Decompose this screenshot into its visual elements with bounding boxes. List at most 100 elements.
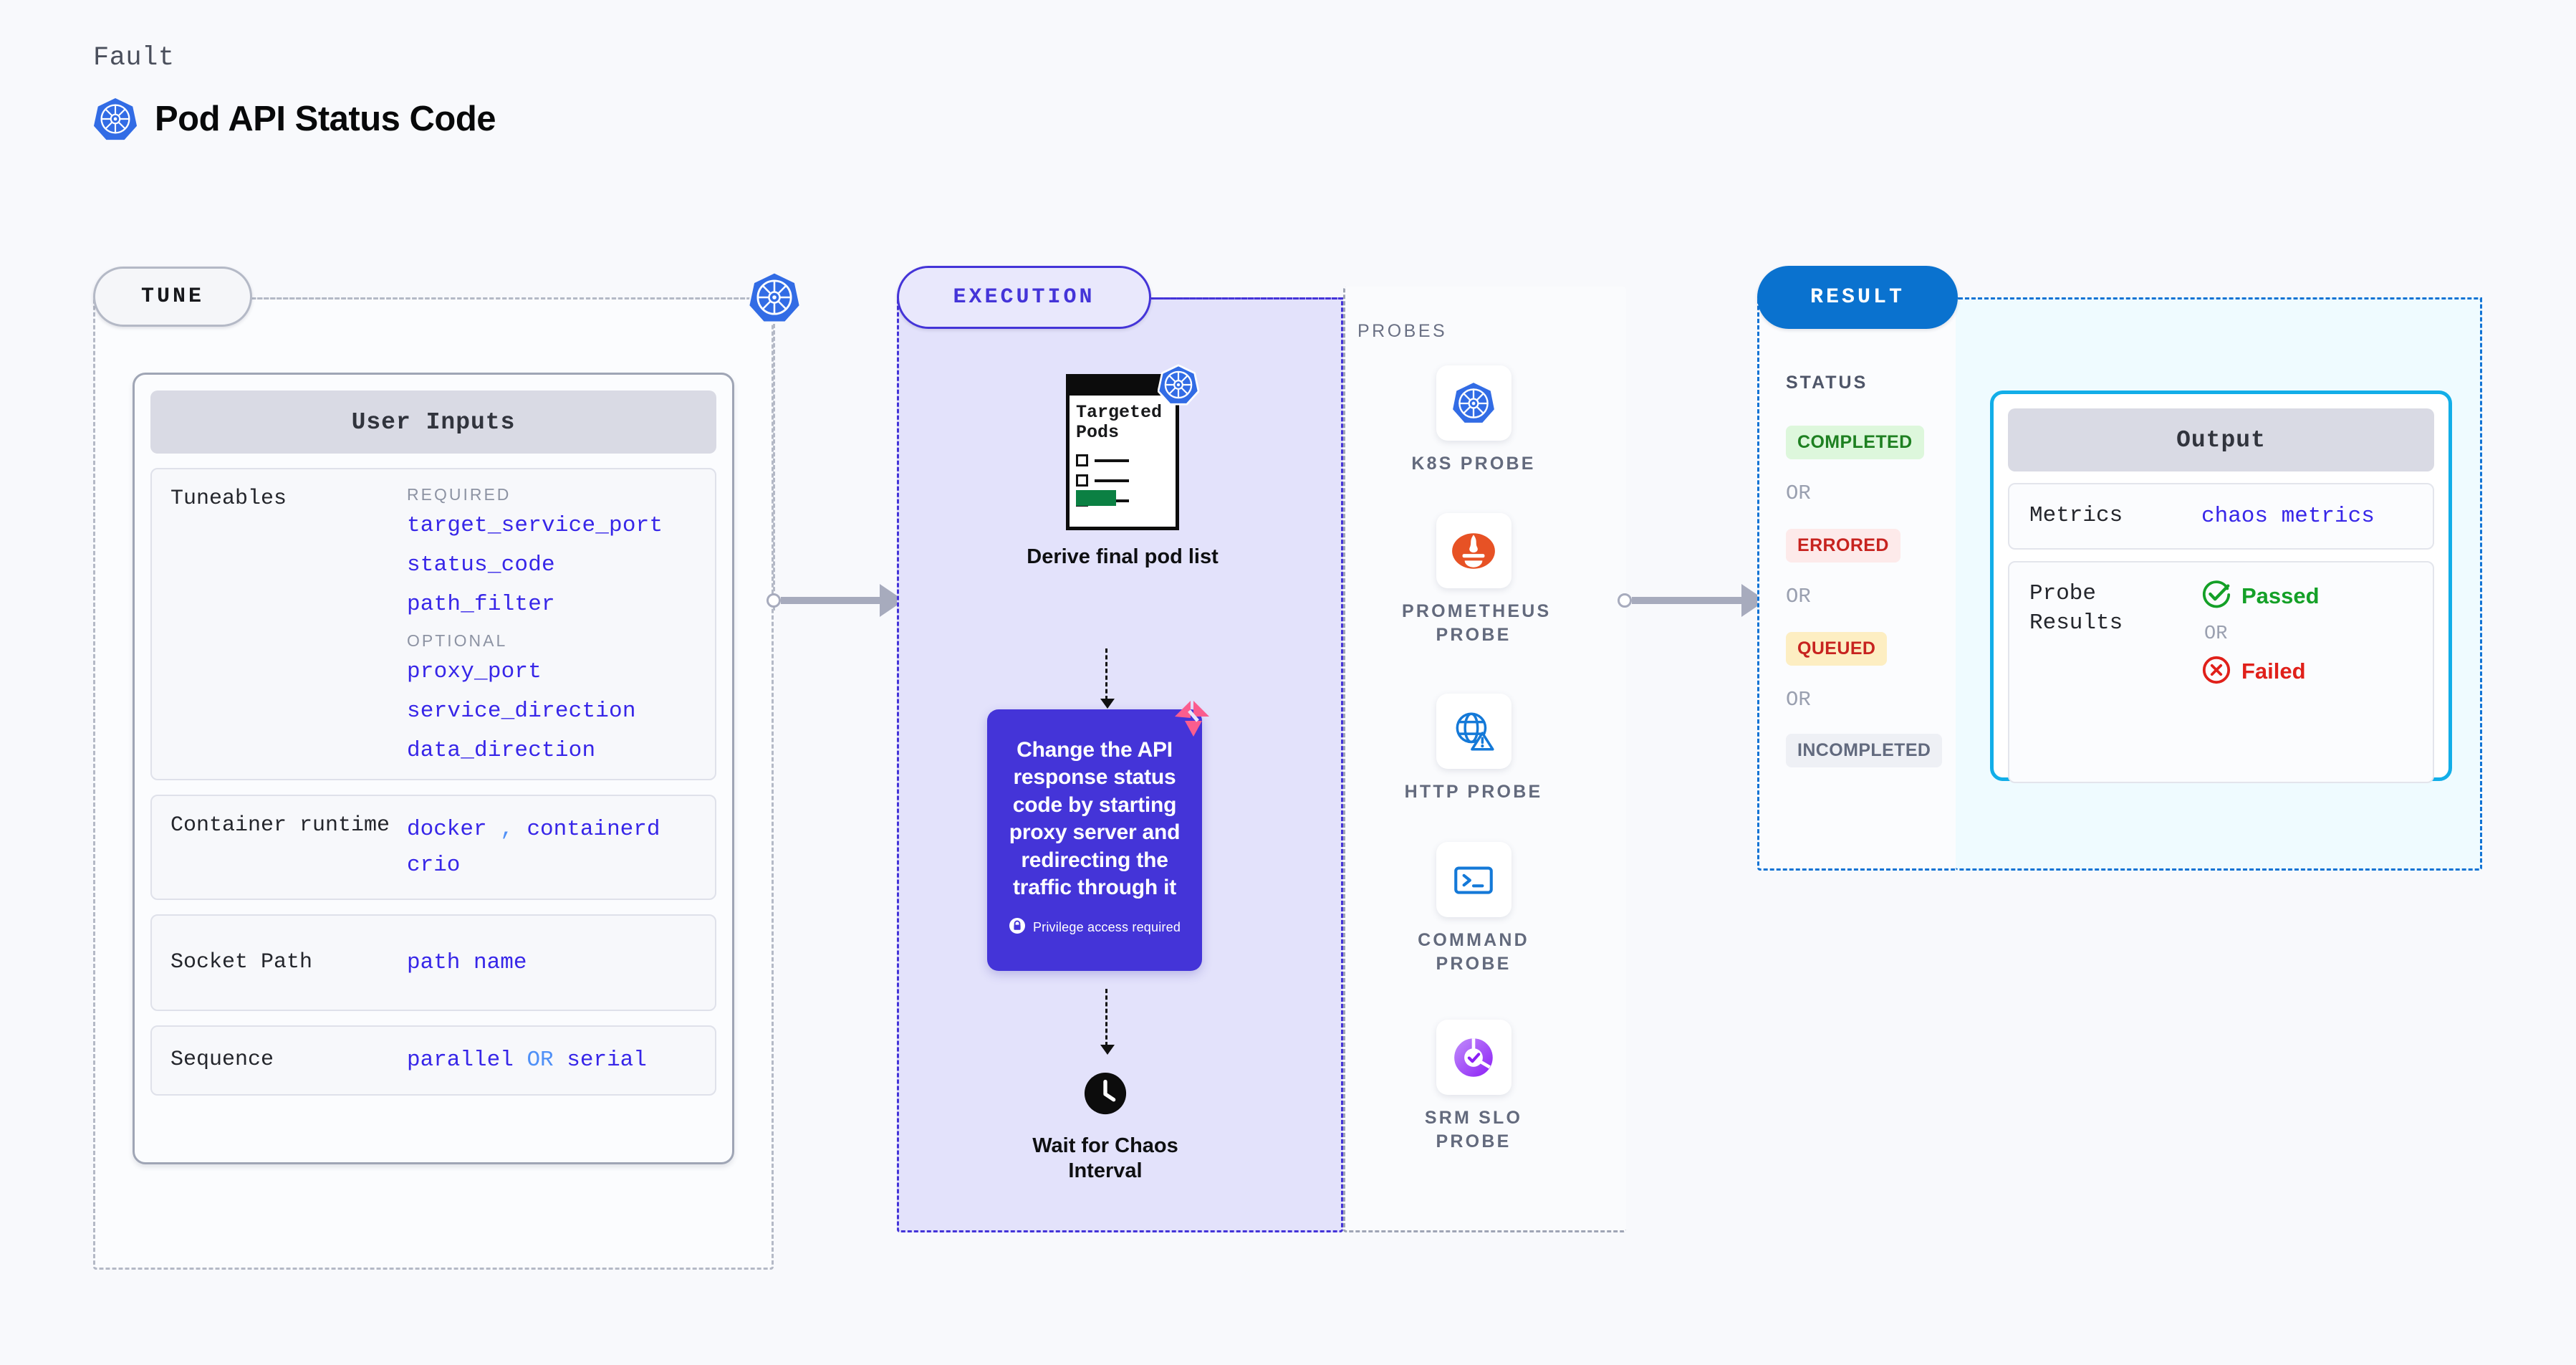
- tuneable-status-code[interactable]: status_code: [407, 552, 555, 578]
- probe-command-label: COMMAND PROBE: [1418, 930, 1529, 974]
- result-panel: RESULT: [1757, 266, 1958, 871]
- probe-result-or: OR: [2204, 623, 2228, 645]
- metrics-row: Metrics chaos metrics: [2008, 483, 2434, 550]
- runtime-separator: ,: [500, 817, 514, 842]
- privilege-text: Privilege access required: [1032, 920, 1181, 935]
- prometheus-icon: [1436, 513, 1512, 588]
- sequence-serial[interactable]: serial: [567, 1048, 647, 1073]
- status-or-3: OR: [1786, 688, 1811, 712]
- connector-line: [781, 597, 881, 604]
- arrow-action-to-wait: [1100, 989, 1115, 1055]
- metrics-label: Metrics: [2029, 503, 2123, 528]
- probe-result-passed-text: Passed: [2241, 583, 2320, 609]
- output-card-title: Output: [2008, 408, 2434, 471]
- user-inputs-title: User Inputs: [150, 391, 716, 454]
- sequence-section: Sequence parallel OR serial: [150, 1025, 716, 1096]
- runtime-docker[interactable]: docker: [407, 817, 487, 842]
- sequence-values: parallel OR serial: [407, 1043, 696, 1078]
- connector-start-dot: [766, 593, 781, 608]
- container-runtime-label: Container runtime: [170, 813, 390, 838]
- probe-k8s[interactable]: K8S PROBE: [1402, 365, 1545, 476]
- checkbox-icon: [1076, 454, 1088, 466]
- probe-srm-slo-label: SRM SLO PROBE: [1424, 1108, 1523, 1151]
- probe-result-failed: Failed: [2201, 655, 2320, 689]
- lock-icon: [1009, 917, 1026, 938]
- srm-slo-icon: [1436, 1020, 1512, 1095]
- wait-step-caption: Wait for Chaos Interval: [1032, 1134, 1178, 1182]
- required-label: REQUIRED: [407, 485, 511, 504]
- checkbox-icon: [1076, 474, 1088, 487]
- title-row: Pod API Status Code: [93, 97, 496, 141]
- status-or-1: OR: [1786, 482, 1811, 505]
- socket-path-section: Socket Path path name: [150, 914, 716, 1012]
- metrics-value[interactable]: chaos metrics: [2201, 503, 2375, 529]
- probe-prometheus[interactable]: PROMETHEUS PROBE: [1402, 513, 1552, 647]
- probe-results-values: Passed OR Failed: [2201, 580, 2320, 689]
- fault-eyebrow: Fault: [93, 43, 175, 73]
- socket-path-values: path name: [407, 945, 696, 981]
- progress-bar: [1076, 490, 1116, 506]
- tuneable-proxy-port[interactable]: proxy_port: [407, 659, 542, 684]
- action-description: Change the API response status code by s…: [1009, 738, 1181, 899]
- optional-label: OPTIONAL: [407, 631, 508, 650]
- tuneable-service-direction[interactable]: service_direction: [407, 699, 636, 724]
- list-line: [1095, 479, 1129, 482]
- sequence-separator: OR: [527, 1048, 554, 1073]
- probes-section-label: PROBES: [1357, 321, 1448, 341]
- tuneables-label: Tuneables: [170, 487, 287, 511]
- status-badge-errored: ERRORED: [1786, 529, 1900, 562]
- execution-pill[interactable]: EXECUTION: [897, 266, 1151, 329]
- kubernetes-icon: [747, 271, 802, 324]
- tuneables-values: REQUIRED target_service_port status_code…: [407, 485, 696, 763]
- tuneable-target-service-port[interactable]: target_service_port: [407, 513, 663, 538]
- tuneable-path-filter[interactable]: path_filter: [407, 592, 555, 617]
- result-pill[interactable]: RESULT: [1757, 266, 1958, 329]
- kubernetes-icon: [1157, 364, 1200, 406]
- tune-vertical-dashed-line: [773, 324, 775, 610]
- connector-start-dot: [1618, 593, 1632, 608]
- kubernetes-icon: [1436, 365, 1512, 441]
- targeted-pods-title: Targeted Pods: [1076, 402, 1163, 443]
- targeted-pods-illustration: Targeted Pods: [1066, 364, 1200, 530]
- status-label: STATUS: [1786, 373, 1868, 393]
- socket-path-value[interactable]: path name: [407, 949, 527, 975]
- status-or-2: OR: [1786, 585, 1811, 608]
- wait-for-chaos-step: Wait for Chaos Interval: [1016, 1071, 1195, 1184]
- derive-step-caption: Derive final pod list: [1027, 545, 1219, 568]
- connector-line: [1632, 597, 1743, 604]
- arrow-derive-to-action: [1100, 648, 1115, 709]
- tune-top-dashed-line: [168, 297, 770, 300]
- list-line: [1095, 459, 1129, 462]
- runtime-containerd[interactable]: containerd: [527, 817, 660, 842]
- page-header: Fault Pod API Status Code: [93, 43, 496, 141]
- derive-pod-list-step: Targeted Pods Derive final pod list: [1004, 364, 1241, 570]
- litmus-icon: [1169, 696, 1213, 741]
- sequence-label: Sequence: [170, 1048, 274, 1073]
- tuneable-data-direction[interactable]: data_direction: [407, 738, 596, 763]
- status-badge-incompleted: INCOMPLETED: [1786, 734, 1943, 767]
- probe-prometheus-label: PROMETHEUS PROBE: [1402, 601, 1552, 645]
- x-circle-icon: [2201, 655, 2231, 689]
- probe-command[interactable]: COMMAND PROBE: [1402, 842, 1545, 976]
- probe-result-failed-text: Failed: [2241, 658, 2306, 684]
- privilege-note: Privilege access required: [1003, 917, 1186, 938]
- sequence-parallel[interactable]: parallel: [407, 1048, 514, 1073]
- tuneables-section: Tuneables REQUIRED target_service_port s…: [150, 468, 716, 780]
- probe-srm-slo[interactable]: SRM SLO PROBE: [1402, 1020, 1545, 1154]
- probe-k8s-label: K8S PROBE: [1411, 454, 1536, 474]
- connector-tune-to-execution: [766, 584, 910, 617]
- action-card: Change the API response status code by s…: [987, 701, 1209, 971]
- probe-http-label: HTTP PROBE: [1404, 782, 1543, 802]
- probe-result-passed: Passed: [2201, 580, 2320, 613]
- user-inputs-card: User Inputs Tuneables REQUIRED target_se…: [133, 373, 734, 1164]
- container-runtime-values: docker , containerd crio: [407, 812, 696, 883]
- socket-path-label: Socket Path: [170, 949, 313, 974]
- container-runtime-section: Container runtime docker , containerd cr…: [150, 795, 716, 901]
- probe-http[interactable]: HTTP PROBE: [1402, 694, 1545, 804]
- runtime-crio[interactable]: crio: [407, 852, 461, 878]
- tune-pill[interactable]: TUNE: [93, 267, 252, 327]
- terminal-icon: [1436, 842, 1512, 917]
